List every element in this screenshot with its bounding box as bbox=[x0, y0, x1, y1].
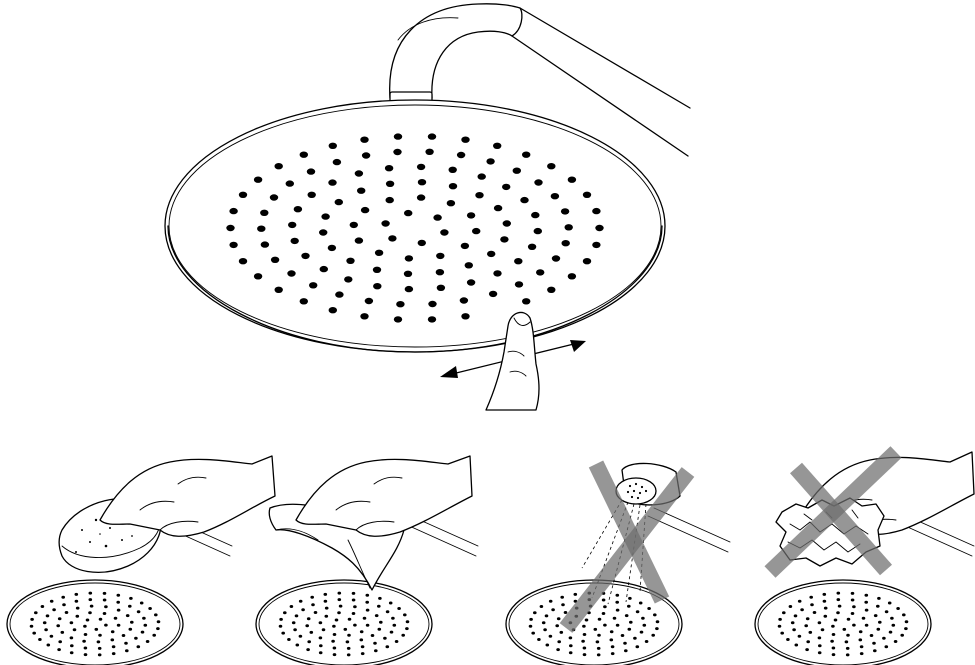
nozzle bbox=[818, 651, 822, 654]
nozzle bbox=[870, 634, 874, 637]
nozzle bbox=[838, 605, 842, 608]
nozzle bbox=[834, 619, 838, 622]
nozzle bbox=[837, 598, 841, 601]
nozzle bbox=[904, 627, 908, 630]
nozzle bbox=[823, 600, 827, 603]
nozzle bbox=[900, 634, 904, 637]
nozzle bbox=[789, 605, 793, 608]
nozzle bbox=[864, 601, 868, 604]
nozzle bbox=[837, 592, 841, 595]
nozzle bbox=[865, 594, 869, 597]
nozzle bbox=[836, 611, 840, 614]
nozzle bbox=[846, 634, 850, 637]
nozzle bbox=[791, 621, 795, 624]
nozzle bbox=[860, 645, 864, 648]
nozzle bbox=[821, 628, 825, 631]
nozzle bbox=[896, 607, 900, 610]
nozzle bbox=[824, 607, 828, 610]
nozzle bbox=[851, 612, 855, 615]
nozzle bbox=[831, 625, 835, 628]
nozzle bbox=[888, 602, 892, 605]
nozzle bbox=[823, 593, 827, 596]
nozzle bbox=[804, 624, 808, 627]
nozzle bbox=[852, 605, 856, 608]
nozzle bbox=[885, 610, 889, 613]
nozzle bbox=[832, 647, 836, 650]
nozzle bbox=[805, 648, 809, 651]
nozzle bbox=[794, 614, 798, 617]
nozzle bbox=[798, 600, 802, 603]
nozzle bbox=[851, 599, 855, 602]
nozzle bbox=[806, 617, 810, 620]
nozzle bbox=[894, 640, 898, 643]
nozzle bbox=[874, 614, 878, 617]
nozzle bbox=[809, 631, 813, 634]
nozzle bbox=[830, 640, 834, 643]
nozzle bbox=[877, 628, 881, 631]
nozzle bbox=[786, 638, 790, 641]
nozzle bbox=[877, 597, 881, 600]
nozzle bbox=[809, 596, 813, 599]
nozzle bbox=[873, 649, 877, 652]
nozzle bbox=[810, 603, 814, 606]
nozzle bbox=[882, 637, 886, 640]
nozzle bbox=[865, 624, 869, 627]
nozzle bbox=[818, 636, 822, 639]
nozzle bbox=[859, 638, 863, 641]
nozzle bbox=[800, 608, 804, 611]
nozzle bbox=[902, 613, 906, 616]
nozzle bbox=[813, 611, 817, 614]
nozzle bbox=[778, 618, 782, 621]
nozzle bbox=[832, 633, 836, 636]
nozzle bbox=[818, 621, 822, 624]
nozzle bbox=[832, 653, 836, 656]
nozzle bbox=[876, 605, 880, 608]
nozzle bbox=[780, 632, 784, 635]
nozzle bbox=[847, 618, 851, 621]
nozzle bbox=[872, 642, 876, 645]
nozzle bbox=[792, 628, 796, 631]
nozzle bbox=[846, 653, 850, 656]
nozzle bbox=[889, 631, 893, 634]
nozzle bbox=[795, 644, 799, 647]
nozzle bbox=[862, 617, 866, 620]
nozzle bbox=[859, 630, 863, 633]
nozzle bbox=[806, 640, 810, 643]
nozzle bbox=[890, 617, 894, 620]
nozzle bbox=[778, 625, 782, 628]
nozzle bbox=[878, 621, 882, 624]
nozzle bbox=[798, 635, 802, 638]
nozzle bbox=[782, 611, 786, 614]
nozzle bbox=[885, 645, 889, 648]
nozzle bbox=[818, 644, 822, 647]
nozzle bbox=[845, 640, 849, 643]
nozzle bbox=[843, 628, 847, 631]
nozzle bbox=[852, 624, 856, 627]
nozzle bbox=[860, 652, 864, 655]
nozzle bbox=[824, 615, 828, 618]
nozzle bbox=[851, 592, 855, 595]
nozzle bbox=[865, 609, 869, 612]
nozzle bbox=[846, 647, 850, 650]
nozzle bbox=[905, 620, 909, 623]
nozzle bbox=[892, 624, 896, 627]
